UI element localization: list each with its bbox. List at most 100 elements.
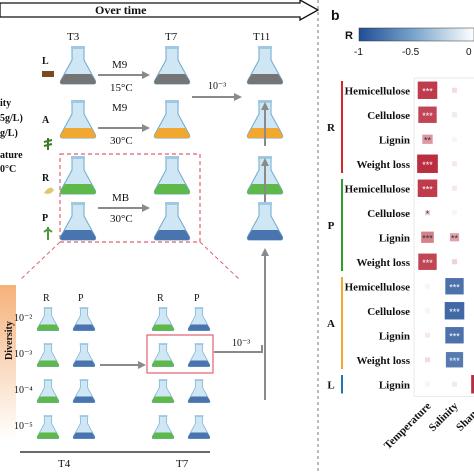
time-label-t4: T4 xyxy=(58,458,71,470)
grid-col-p2: P xyxy=(194,293,200,304)
source-letter-p: P xyxy=(42,213,48,224)
grid-flask xyxy=(36,378,60,403)
significance-mark: *** xyxy=(422,233,433,243)
grid-flask xyxy=(36,342,60,367)
time-label-t7-bottom: T7 xyxy=(176,458,189,470)
heatmap-cell xyxy=(444,302,465,320)
row-label: Cellulose xyxy=(367,306,410,318)
source-letter-r: R xyxy=(42,173,50,184)
source-letter-l: L xyxy=(42,56,49,67)
significance-mark: *** xyxy=(449,356,460,366)
heatmap-cell xyxy=(417,154,438,173)
row-label: Hemicellulose xyxy=(345,85,410,97)
flask-a-t3 xyxy=(59,99,97,139)
heatmap-cell xyxy=(452,136,457,142)
left-text-1: ity xyxy=(0,98,11,109)
condition-1-temp: 15°C xyxy=(110,82,133,94)
heatmap-cell xyxy=(452,112,457,118)
heatmap-cell xyxy=(452,210,457,216)
grid-flask xyxy=(72,378,96,403)
arrow-grid-to-t11 xyxy=(214,345,263,353)
grid-flask xyxy=(187,342,211,367)
dilution-main: 10⁻³ xyxy=(208,81,226,92)
significance-mark: ** xyxy=(451,233,459,243)
zoom-line-left xyxy=(19,241,61,281)
grid-row-1: 10⁻² xyxy=(14,313,32,324)
group-label: L xyxy=(327,379,334,391)
plant-icon-a xyxy=(43,138,53,150)
grid-col-r1: R xyxy=(43,293,50,304)
row-label: Lignin xyxy=(379,232,410,244)
grid-flask xyxy=(151,378,175,403)
group-label: R xyxy=(327,122,336,134)
heatmap-cell xyxy=(452,87,457,93)
significance-mark: *** xyxy=(449,282,460,292)
heatmap-cell xyxy=(418,106,437,123)
row-label: Lignin xyxy=(379,134,410,146)
heatmap-cell xyxy=(422,134,433,144)
heatmap-cell xyxy=(471,375,474,394)
group-label: A xyxy=(327,318,335,330)
significance-mark: *** xyxy=(449,307,460,317)
colorbar-tick-neg1: -1 xyxy=(354,47,363,58)
flask-l-t7 xyxy=(153,45,191,85)
flask-l-t3 xyxy=(59,45,97,85)
condition-1-medium: M9 xyxy=(112,59,128,71)
grid-row-2: 10⁻³ xyxy=(14,349,32,360)
significance-mark: *** xyxy=(422,111,433,121)
heatmap-cell xyxy=(445,327,464,344)
condition-3-temp: 30°C xyxy=(110,213,133,225)
heatmap-cell xyxy=(425,357,430,363)
zoom-line-right xyxy=(199,241,241,281)
colorbar-title: R xyxy=(345,30,353,42)
condition-3-medium: MB xyxy=(112,192,129,204)
flask-l-t11 xyxy=(246,45,284,85)
row-label: Lignin xyxy=(379,330,410,342)
diversity-wedge: Diversity xyxy=(0,285,16,440)
column-label: Salinity xyxy=(427,400,461,434)
significance-mark: *** xyxy=(449,331,460,341)
row-label: Weight loss xyxy=(357,159,411,171)
significance-mark: ** xyxy=(424,135,432,145)
significance-mark: *** xyxy=(422,258,433,268)
row-label: Weight loss xyxy=(357,355,411,367)
time-label-t3: T3 xyxy=(67,31,80,43)
significance-mark: *** xyxy=(422,184,433,194)
row-label: Cellulose xyxy=(367,110,410,122)
grid-col-r2: R xyxy=(157,293,164,304)
grid-flasks xyxy=(36,306,211,439)
flask-r-t3 xyxy=(59,155,97,195)
heatmap-cell xyxy=(445,278,464,295)
row-label: Hemicellulose xyxy=(345,183,410,195)
row-label: Hemicellulose xyxy=(345,281,410,293)
flask-p-t3 xyxy=(59,201,97,241)
over-time-arrow: Over time xyxy=(0,0,320,22)
heatmap-cell xyxy=(452,259,457,265)
panel-b-label: b xyxy=(331,7,340,23)
grid-flask xyxy=(72,306,96,331)
column-label: Shanno xyxy=(454,400,474,434)
grid-flask xyxy=(187,414,211,439)
rp-dashed-box xyxy=(59,153,201,243)
grid-flask xyxy=(72,342,96,367)
soil-icon xyxy=(42,71,54,77)
heatmap-cell xyxy=(445,352,464,368)
grid-row-3: 10⁻⁴ xyxy=(14,385,33,396)
heatmap: Hemicellulose***Cellulose***Lignin**Weig… xyxy=(327,77,474,452)
condition-2-temp: 30°C xyxy=(110,135,133,147)
row-label: Lignin xyxy=(379,379,410,391)
group-label: P xyxy=(328,220,335,232)
grid-flask xyxy=(187,378,211,403)
heatmap-cell xyxy=(452,381,457,387)
panel-a: Over time T3 T7 T11 ity 5g/L) g/L) ature… xyxy=(0,0,320,470)
grid-flask xyxy=(151,306,175,331)
significance-mark: * xyxy=(426,209,430,219)
dilution-lower: 10⁻³ xyxy=(232,338,250,349)
heatmap-cell xyxy=(418,253,437,270)
grid-flask xyxy=(187,306,211,331)
time-label-t11: T11 xyxy=(253,31,270,43)
heatmap-cell xyxy=(425,210,430,216)
heatmap-cell xyxy=(421,231,434,243)
colorbar-tick-neg05: -0.5 xyxy=(402,47,420,58)
